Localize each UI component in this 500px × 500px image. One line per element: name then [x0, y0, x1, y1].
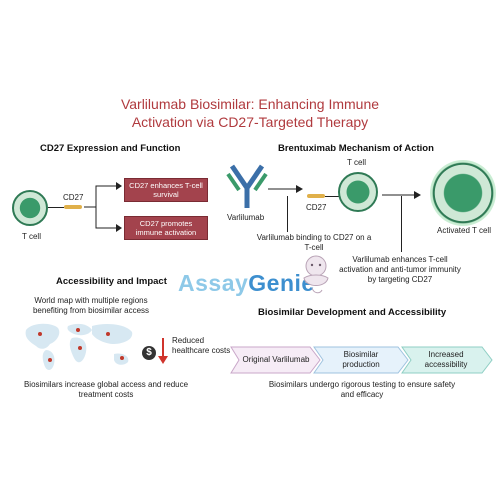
connector-line: [48, 207, 64, 208]
world-map-icon: [25, 323, 133, 370]
reduced-costs-label: Reduced healthcare costs: [172, 336, 231, 355]
access-bottom-caption: Biosimilars increase global access and r…: [23, 380, 189, 399]
box-survival: CD27 enhances T-cell survival: [124, 178, 208, 202]
box-activation: CD27 promotes immune activation: [124, 216, 208, 240]
step-3-chevron: [401, 346, 493, 374]
activated-t-cell-label: Activated T cell: [437, 226, 491, 235]
mechanism-section-heading: Brentuximab Mechanism of Action: [278, 143, 434, 154]
access-section-heading: Accessibility and Impact: [56, 276, 167, 287]
activated-t-cell-icon: [430, 160, 496, 226]
t-cell-mechanism-icon: [338, 172, 378, 212]
enhance-pointer-line: [401, 196, 402, 252]
binding-arrow-icon: [268, 185, 303, 193]
binding-caption: Varlilumab binding to CD27 on a T-cell: [256, 233, 372, 252]
step-2-label: Biosimilar production: [342, 350, 380, 369]
t-cell-label: T cell: [22, 232, 41, 241]
cd27-mechanism-label: CD27: [306, 203, 327, 212]
dev-section-heading: Biosimilar Development and Accessibility: [258, 307, 447, 318]
cd27-receptor-mechanism-icon: [307, 194, 325, 198]
t-cell-mechanism-label: T cell: [347, 158, 366, 167]
down-arrow-icon: [158, 338, 168, 364]
enhance-caption: Varlilumab enhances T-cell activation an…: [339, 255, 461, 284]
assaygenie-logo: AssayGenie: [178, 270, 315, 297]
dev-caption: Biosimilars undergo rigorous testing to …: [268, 380, 456, 399]
step-3-label: Increased accessibility: [424, 350, 468, 369]
cd27-receptor-icon: [64, 205, 82, 209]
step-1-label: Original Varlilumab: [242, 355, 310, 364]
genie-mascot-icon: [303, 255, 329, 294]
t-cell-icon: [12, 190, 48, 226]
activation-arrow-icon: [382, 191, 421, 199]
step-2-chevron: [313, 346, 409, 374]
logo-part-2: Genie: [248, 270, 315, 296]
branch-arrows-icon: [84, 182, 122, 232]
title-line-2: Activation via CD27-Targeted Therapy: [131, 114, 369, 130]
page-title: Varlilumab Biosimilar: Enhancing Immune …: [60, 95, 440, 131]
map-caption: World map with multiple regions benefiti…: [32, 296, 150, 315]
step-1-chevron: [230, 346, 321, 374]
title-line-1: Varlilumab Biosimilar: Enhancing Immune: [120, 96, 380, 112]
dollar-icon: $: [142, 346, 156, 360]
cd27-label: CD27: [63, 193, 84, 202]
varlilumab-label: Varlilumab: [227, 213, 265, 222]
process-chevrons: [230, 346, 493, 374]
binding-pointer-line: [287, 196, 288, 232]
logo-part-1: Assay: [178, 270, 249, 296]
receptor-link-line: [325, 196, 339, 197]
cd27-section-heading: CD27 Expression and Function: [40, 143, 181, 154]
antibody-icon: [226, 164, 268, 208]
